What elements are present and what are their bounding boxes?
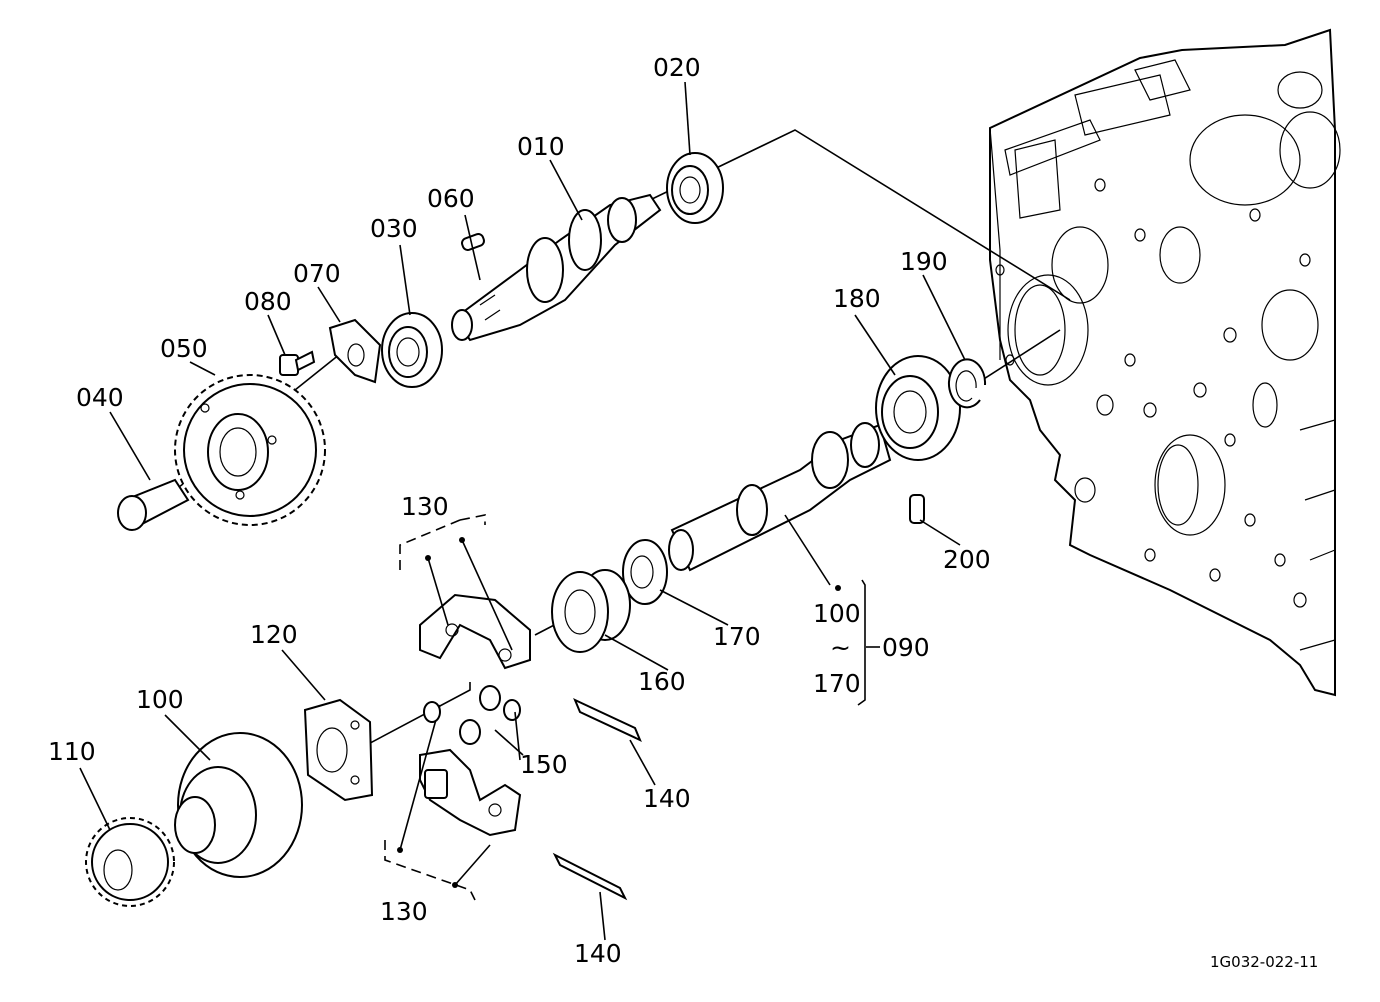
washer-170 — [622, 539, 668, 605]
label-130-lower: 130 — [380, 897, 428, 926]
bracket-120 — [303, 698, 374, 802]
label-180: 180 — [833, 284, 881, 313]
pin-140-upper — [573, 698, 642, 742]
screw-080 — [279, 350, 316, 376]
label-010: 010 — [517, 132, 565, 161]
set-screw-200 — [909, 494, 925, 524]
label-range-tilde: ~ — [830, 633, 851, 662]
governor-shaft-100 — [668, 422, 892, 572]
label-050: 050 — [160, 334, 208, 363]
label-100-drum: 100 — [136, 685, 184, 714]
label-150: 150 — [520, 750, 568, 779]
gear-case-housing — [989, 28, 1341, 697]
bearing-020 — [666, 152, 724, 224]
label-170-washer: 170 — [713, 622, 761, 651]
bearing-180 — [875, 355, 961, 461]
leader-lines — [79, 81, 966, 941]
label-040: 040 — [76, 383, 124, 412]
cam-gear-050 — [174, 374, 326, 526]
label-060: 060 — [427, 184, 475, 213]
label-170-range-end: 170 — [813, 669, 861, 698]
label-070: 070 — [293, 259, 341, 288]
sleeve-160 — [551, 569, 631, 653]
label-100-range-start: 100 — [813, 599, 861, 628]
label-090: 090 — [882, 633, 930, 662]
governor-weight-lower-130 — [384, 704, 522, 901]
label-160: 160 — [638, 667, 686, 696]
label-140-upper: 140 — [643, 784, 691, 813]
pin-140-lower — [552, 852, 628, 901]
snap-ring-190 — [948, 358, 987, 409]
label-140-lower: 140 — [574, 939, 622, 968]
label-080: 080 — [244, 287, 292, 316]
pins-150 — [423, 685, 521, 745]
label-190: 190 — [900, 247, 948, 276]
governor-drum-100 — [174, 732, 303, 878]
pin-040 — [117, 478, 190, 531]
camshaft — [451, 193, 662, 342]
gear-110 — [85, 817, 175, 907]
label-200: 200 — [943, 545, 991, 574]
label-110: 110 — [48, 737, 96, 766]
governor-weight-upper-130 — [399, 514, 531, 670]
label-120: 120 — [250, 620, 298, 649]
label-030: 030 — [370, 214, 418, 243]
label-130-upper: 130 — [401, 492, 449, 521]
part-number-labels: 010 020 030 060 070 080 050 040 180 190 … — [48, 53, 1318, 971]
retainer-plate-070 — [328, 318, 382, 384]
label-020: 020 — [653, 53, 701, 82]
bearing-030 — [381, 312, 443, 388]
key-060 — [461, 233, 485, 251]
drawing-reference-code: 1G032-022-11 — [1210, 953, 1318, 971]
